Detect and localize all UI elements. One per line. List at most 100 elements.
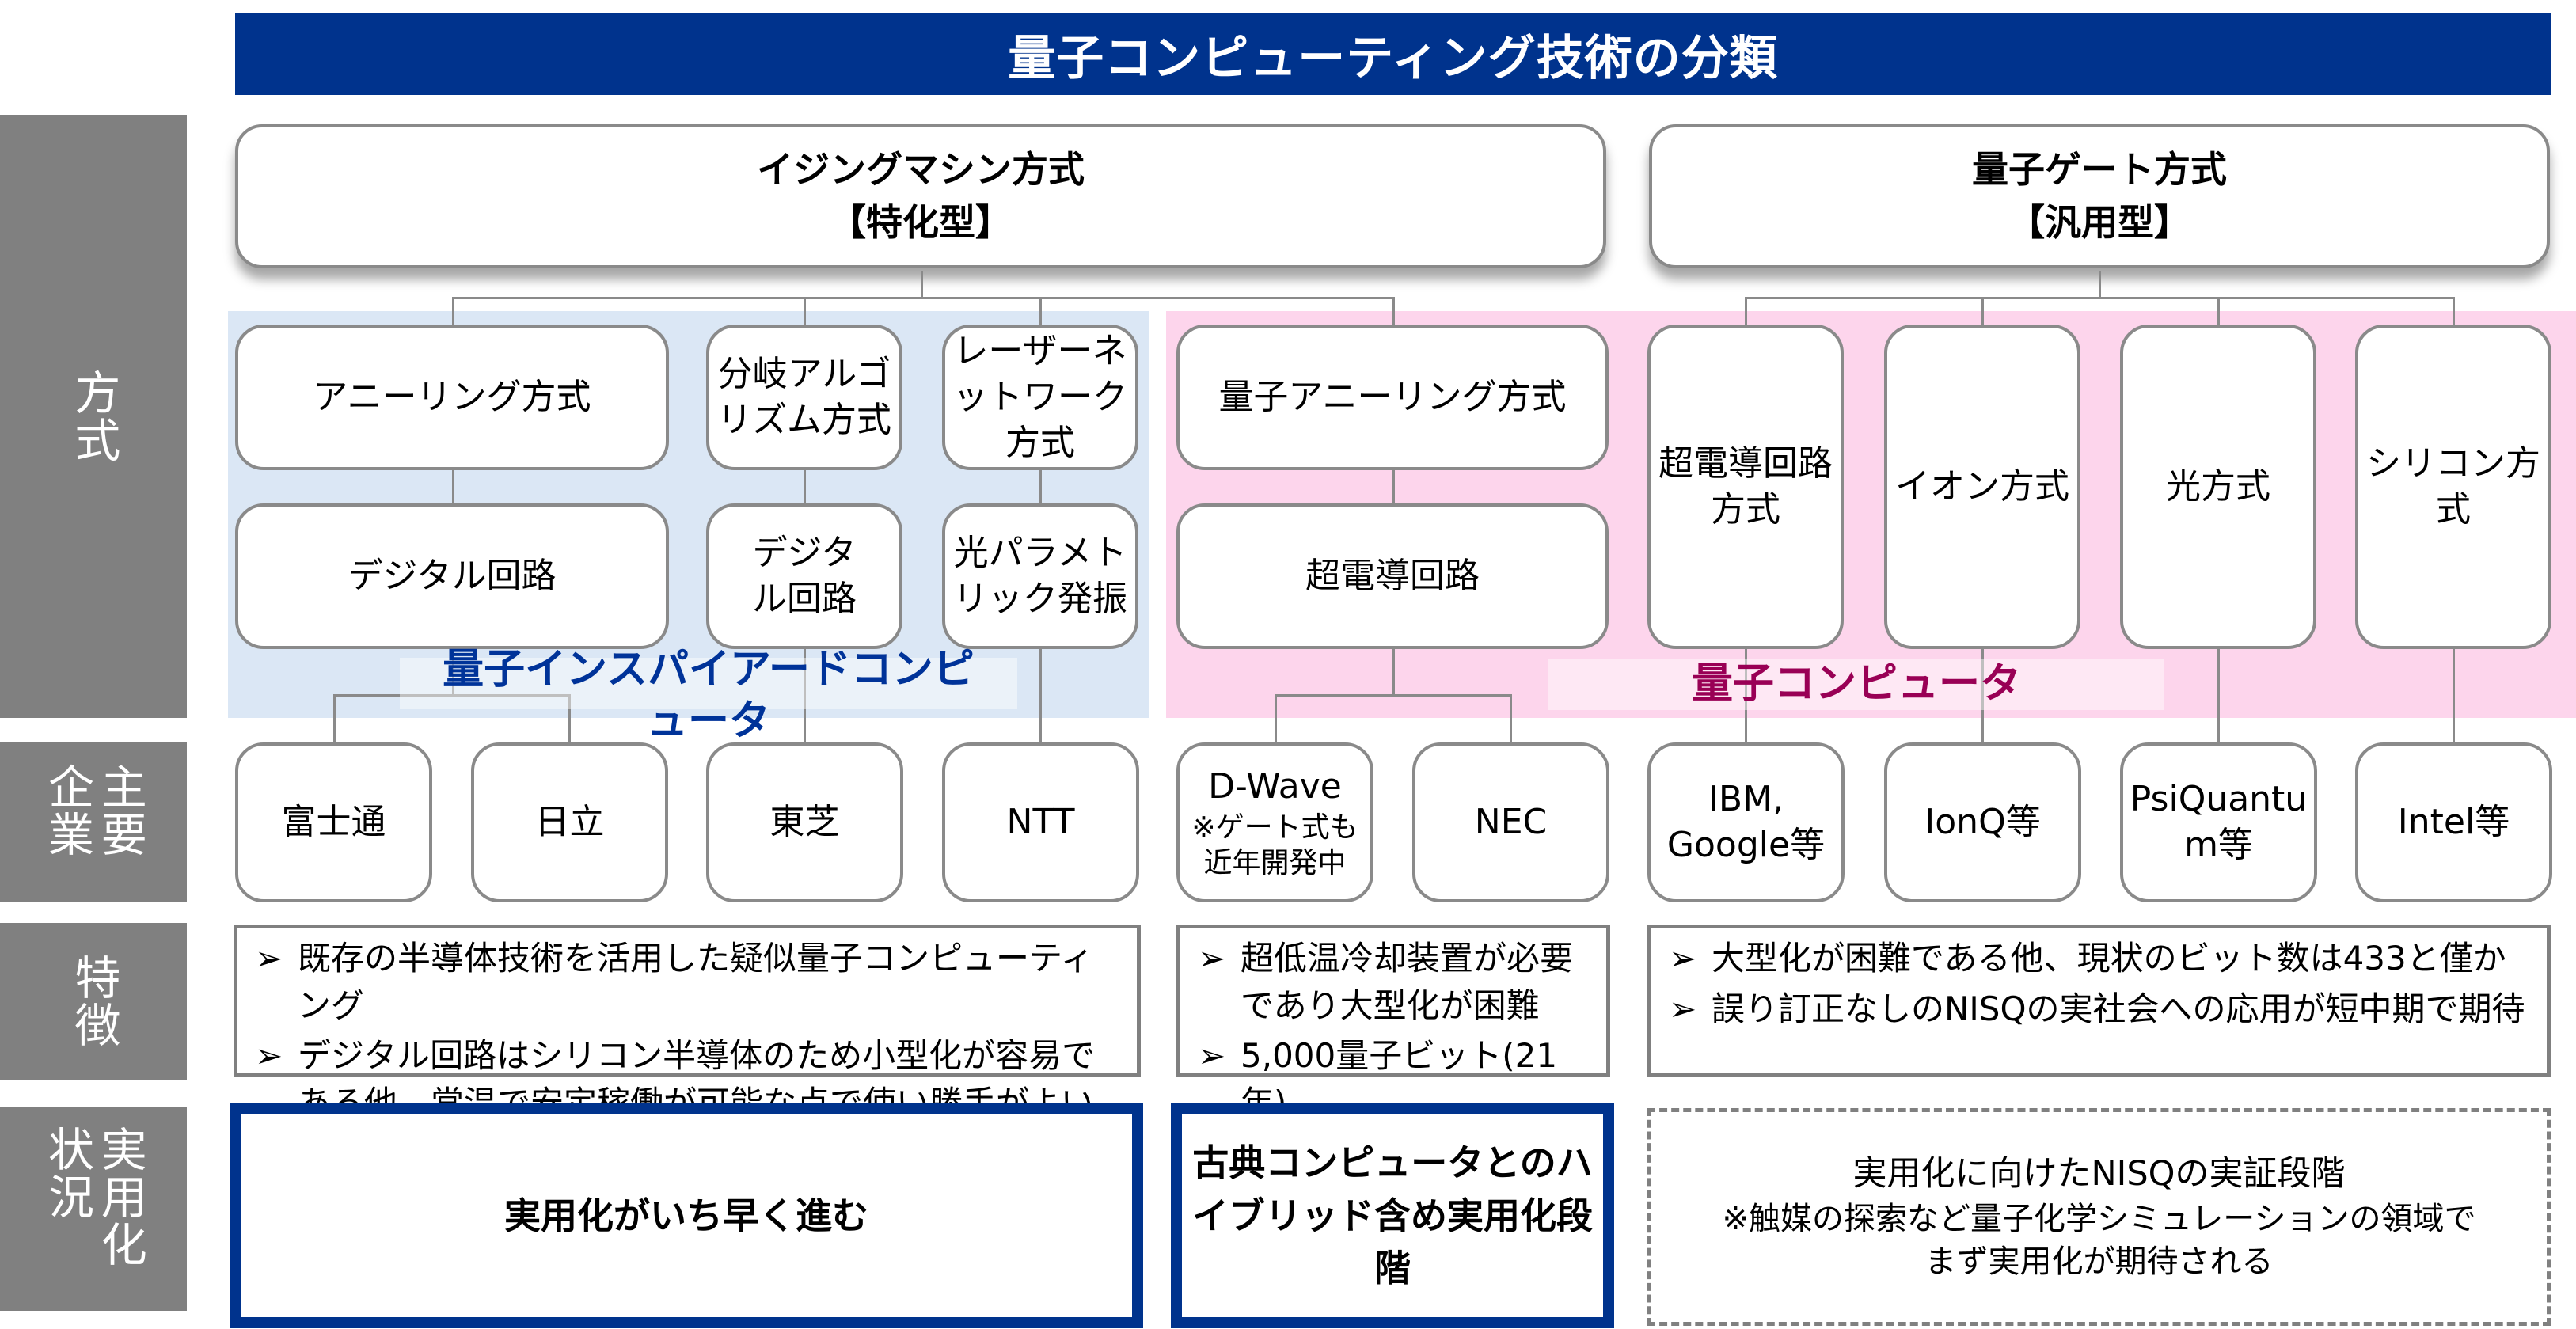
method-label: シリコン方式 [2366,442,2540,530]
impl-label: デジタル回路 [752,532,857,619]
method-superconducting: 超電導回路方式 [1647,325,1844,649]
company-toshiba: 東芝 [706,742,903,902]
category-ising: イジングマシン方式 【特化型】 [235,124,1606,268]
impl-label: デジタル回路 [348,555,557,596]
connector-line [1392,647,1395,695]
feature-item: ➢ 5,000量子ビット(21年) [1195,1032,1592,1126]
arrow-bullet-icon: ➢ [255,939,283,978]
connector-line [804,297,806,325]
arrow-bullet-icon: ➢ [1198,939,1226,978]
side-label-features-text: 特徴 [66,954,121,1049]
status-gate: 実用化に向けたNISQの実証段階 ※触媒の探索など量子化学シミュレーションの領域… [1647,1108,2551,1326]
method-label: 光方式 [2166,465,2270,507]
connector-line [1039,297,1042,325]
impl-optical-parametric: 光パラメトリック発振 [942,503,1138,649]
status-text: 古典コンピュータとのハイブリッド含め実用化段階 [1192,1141,1593,1290]
company-name: D-Wave [1208,765,1342,807]
connector-line [1510,694,1512,743]
side-label-companies: 主要企業 [0,742,187,902]
connector-line [2453,297,2455,325]
group-label-quantum: 量子コンピュータ [1548,659,2164,710]
company-name: 富士通 [281,801,386,842]
connector-line [1392,297,1395,325]
connector-line [333,694,336,743]
side-label-features: 特徴 [0,923,187,1080]
method-label: イオン方式 [1895,465,2069,507]
connector-line [2217,647,2220,743]
method-photonic: 光方式 [2120,325,2316,649]
company-note: ※ゲート式も近年開発中 [1191,811,1358,880]
impl-digital-circuit: デジタル回路 [235,503,669,649]
feature-text: 超低温冷却装置が必要であり大型化が困難 [1241,939,1574,1025]
connector-line [1745,297,2454,299]
company-name: PsiQuantum等 [2130,778,2308,865]
connector-line [452,647,454,695]
connector-line [452,467,454,507]
method-label: レーザーネットワーク方式 [953,330,1127,464]
page-title: 量子コンピューティング技術の分類 [235,13,2551,95]
connector-line [1981,297,1984,325]
connector-line [1392,467,1395,507]
company-name: 日立 [534,801,605,842]
features-inspired: ➢既存の半導体技術を活用した疑似量子コンピューティング ➢デジタル回路はシリコン… [234,925,1141,1122]
side-label-method-text: 方式 [66,369,121,464]
method-annealing: アニーリング方式 [235,325,669,470]
connector-line [333,694,571,697]
impl-label: 超電導回路 [1305,555,1480,596]
arrow-bullet-icon: ➢ [1669,939,1697,978]
company-name: IonQ等 [1924,801,2041,842]
group-label-quantum-text: 量子コンピュータ [1691,660,2021,708]
company-name: NTT [1006,801,1075,842]
method-branch-algorithm: 分岐アルゴリズム方式 [706,325,902,470]
company-name: Intel等 [2397,801,2510,842]
category-ising-name: イジングマシン方式 [757,148,1085,192]
status-text: 実用化に向けたNISQの実証段階 [1852,1154,2346,1194]
connector-line [1039,647,1042,743]
impl-superconducting-circuit: 超電導回路 [1176,503,1609,649]
side-label-status-text: 実用化状況 [40,1126,147,1268]
method-label: アニーリング方式 [313,376,591,417]
feature-text: 誤り訂正なしのNISQの実社会への応用が短中期で期待 [1712,989,2525,1028]
company-name: 東芝 [769,801,840,842]
connector-line [804,647,806,743]
feature-item: ➢誤り訂正なしのNISQの実社会への応用が短中期で期待 [1666,985,2532,1033]
status-text: 実用化がいち早く進む [504,1194,868,1237]
connector-line [804,467,806,507]
feature-text: 5,000量子ビット(21年) [1241,1036,1558,1122]
company-fujitsu: 富士通 [235,742,432,902]
company-ntt: NTT [942,742,1139,902]
company-psiquantum: PsiQuantum等 [2120,742,2317,902]
category-gate-name: 量子ゲート方式 [1972,148,2227,192]
status-note: ※触媒の探索など量子化学シミュレーションの領域でまず実用化が期待される [1722,1200,2476,1280]
arrow-bullet-icon: ➢ [1198,1036,1226,1076]
impl-label: 光パラメトリック発振 [953,532,1127,619]
group-label-inspired-text: 量子インスパイアードコンピュータ [443,645,975,745]
feature-item: ➢ 大型化が困難である他、現状のビット数は433と僅か [1666,935,2532,982]
connector-line [1745,297,1747,325]
side-label-companies-text: 主要企業 [40,762,147,858]
company-name: NEC [1474,801,1548,842]
connector-line [1039,467,1042,507]
method-label: 分岐アルゴリズム方式 [717,353,891,440]
status-inspired: 実用化がいち早く進む [230,1103,1143,1328]
side-label-status: 実用化状況 [0,1107,187,1311]
company-nec: NEC [1412,742,1609,902]
company-name: IBM, Google等 [1666,778,1826,865]
category-gate: 量子ゲート方式 【汎用型】 [1649,124,2550,268]
category-gate-type: 【汎用型】 [2008,201,2190,244]
arrow-bullet-icon: ➢ [255,1036,283,1076]
connector-line [2099,271,2101,298]
method-silicon: シリコン方式 [2355,325,2551,649]
company-dwave: D-Wave ※ゲート式も近年開発中 [1176,742,1373,902]
method-label: 量子アニーリング方式 [1218,376,1567,417]
company-ibm-google: IBM, Google等 [1647,742,1845,902]
connector-line [1745,647,1747,743]
impl-digital-circuit-2: デジタル回路 [706,503,902,649]
connector-line [1275,694,1277,743]
features-annealing: ➢ 超低温冷却装置が必要であり大型化が困難 ➢ 5,000量子ビット(21年) [1176,925,1610,1122]
method-quantum-annealing: 量子アニーリング方式 [1176,325,1609,470]
feature-text: 大型化が困難である他、現状のビット数は433と僅か [1712,939,2506,978]
side-label-method: 方式 [0,115,187,718]
connector-line [2453,647,2455,743]
connector-line [1981,647,1984,743]
